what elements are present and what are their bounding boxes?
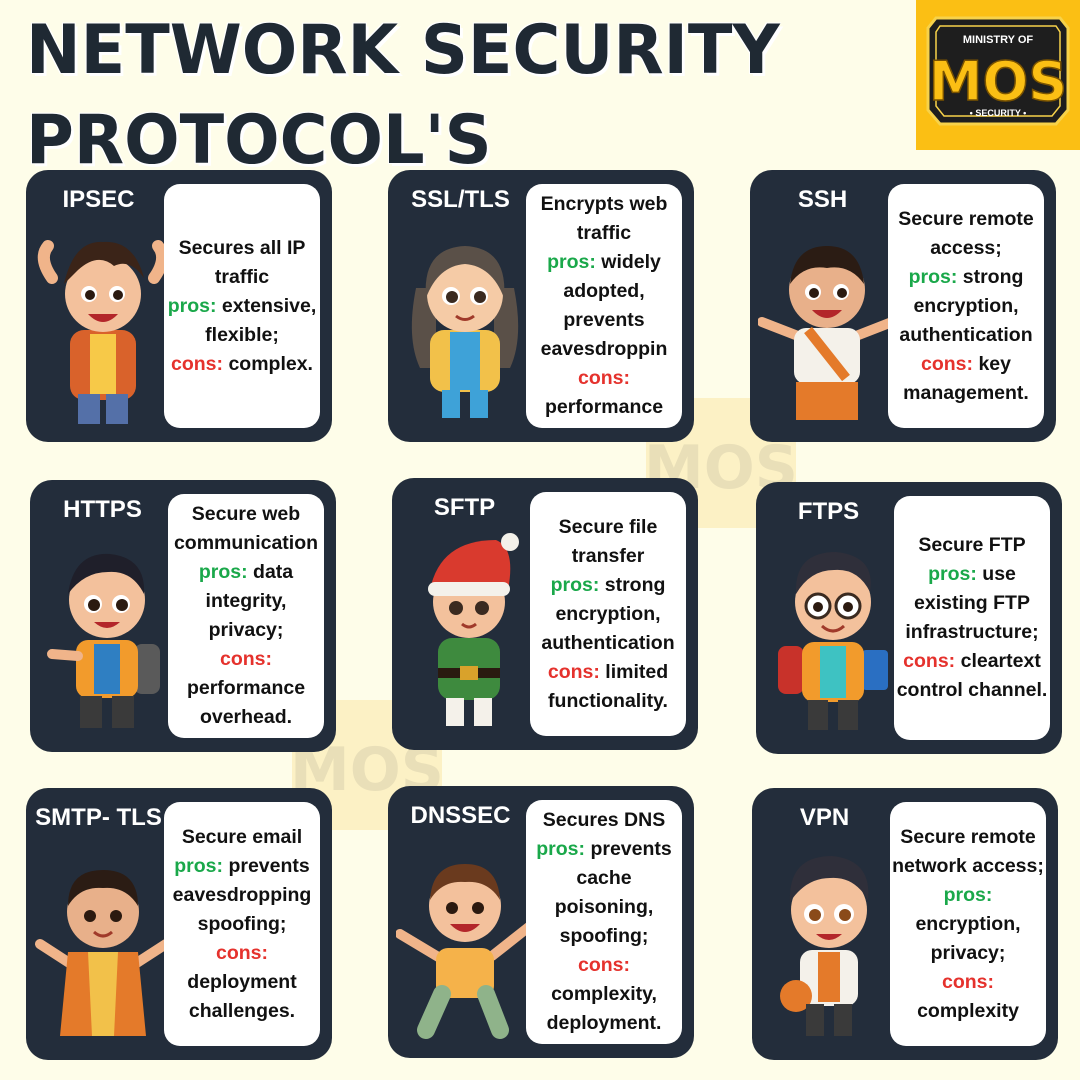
card-ftps: FTPS Secure FTP pros: use existing FTP i…: [756, 482, 1062, 754]
card-https: HTTPS Secure web communication pros: dat…: [30, 480, 336, 752]
pros-text: prevents cache poisoning, spoofing;: [554, 838, 672, 947]
card-title: SMTP- TLS: [35, 804, 162, 831]
cons-label: cons:: [215, 941, 268, 964]
girl-jacket-icon: [411, 246, 519, 418]
summary-text: Secures all IP traffic: [178, 236, 306, 288]
card-description: Secure web communication pros: data inte…: [168, 494, 324, 738]
pros-label: pros:: [928, 563, 977, 585]
svg-text:MOS: MOS: [929, 50, 1068, 113]
cons-label: cons:: [903, 650, 956, 672]
pros-label: pros:: [536, 838, 586, 860]
cons-text: limited functionality.: [548, 660, 669, 712]
card-ssl-tls: SSL/TLS Encrypts web traffic pros: widel…: [388, 170, 694, 442]
boy-basketball-icon: [780, 856, 869, 1036]
card-title: DNSSEC: [410, 802, 511, 829]
pros-text: encryption, privacy;: [915, 912, 1021, 964]
pros-label: pros:: [550, 573, 600, 596]
card-dnssec: DNSSEC Secures DNS pros: prevents cache …: [388, 786, 694, 1058]
summary-text: Encrypts web traffic: [540, 193, 668, 244]
cons-text: performance overhead.: [186, 677, 306, 728]
pros-label: pros:: [167, 294, 217, 317]
girl-elf-icon: [428, 533, 519, 726]
card-description: Secures DNS pros: prevents cache poisoni…: [526, 800, 682, 1044]
card-description: Secure file transfer pros: strong encryp…: [530, 492, 686, 736]
card-description: Secure FTP pros: use existing FTP infras…: [894, 496, 1050, 740]
pros-label: pros:: [943, 883, 993, 906]
card-title: FTPS: [797, 498, 860, 525]
summary-text: Secure email: [181, 825, 303, 848]
card-title: IPSEC: [62, 186, 135, 213]
pros-label: pros:: [198, 561, 248, 583]
card-smtp-tls: SMTP- TLS Secure email pros: prevents ea…: [26, 788, 332, 1060]
card-description: Secure remote access; pros: strong encry…: [888, 184, 1044, 428]
card-title: SFTP: [433, 494, 496, 521]
title-line-2: PROTOCOL'S: [26, 101, 492, 180]
card-vpn: VPN Secure remote network access; pros: …: [752, 788, 1058, 1060]
cons-label: cons:: [577, 954, 630, 976]
boy-martial-arts-icon: [758, 246, 896, 420]
cons-text: complex.: [228, 352, 313, 375]
summary-text: Secures DNS: [542, 809, 666, 831]
summary-text: Secure FTP: [918, 534, 1026, 556]
cons-label: cons:: [219, 648, 272, 670]
pros-label: pros:: [174, 854, 224, 877]
card-description: Secure remote network access; pros: encr…: [890, 802, 1046, 1046]
card-ssh: SSH Secure remote access; pros: strong e…: [750, 170, 1056, 442]
mos-logo: MINISTRY OF MOS • SECURITY •: [916, 0, 1080, 150]
card-description: Secure email pros: prevents eavesdroppin…: [164, 802, 320, 1046]
boy-kimono-icon: [35, 870, 171, 1036]
summary-text: Secure remote network access;: [892, 825, 1044, 877]
pros-text: strong encryption, authentication: [899, 265, 1033, 346]
summary-text: Secure web communication: [173, 503, 319, 554]
svg-text:MINISTRY OF: MINISTRY OF: [963, 34, 1034, 46]
summary-text: Secure remote access;: [898, 207, 1034, 259]
svg-text:• SECURITY •: • SECURITY •: [970, 108, 1027, 118]
boy-jumping-icon: [396, 864, 534, 1039]
pros-label: pros:: [547, 251, 596, 273]
summary-text: Secure file transfer: [558, 515, 658, 567]
cons-text: complexity, deployment.: [546, 983, 662, 1034]
card-title: HTTPS: [63, 496, 142, 523]
pros-text: extensive, flexible;: [205, 294, 317, 346]
pros-text: strong encryption, authentication: [541, 573, 675, 654]
card-sftp: SFTP Secure file transfer pros: strong e…: [392, 478, 698, 750]
card-title: VPN: [799, 804, 850, 831]
title-line-1: NETWORK SECURITY: [26, 11, 780, 90]
boy-cheering-icon: [37, 240, 169, 424]
pros-text: data integrity, privacy;: [205, 561, 294, 641]
cons-label: cons:: [547, 660, 600, 683]
cons-label: cons:: [941, 970, 994, 993]
pros-label: pros:: [908, 265, 958, 288]
card-ipsec: IPSEC Secures all IP traffic pros: exten…: [26, 170, 332, 442]
cons-label: cons:: [171, 352, 224, 375]
card-title: SSL/TLS: [411, 186, 510, 213]
cons-label: cons:: [577, 367, 630, 389]
pros-text: prevents eavesdropping spoofing;: [172, 854, 312, 935]
cons-text: complexity: [917, 999, 1019, 1022]
pros-text: use existing FTP infrastructure;: [905, 563, 1039, 643]
pros-text: widely adopted, prevents eavesdroppin: [540, 251, 668, 360]
card-description: Secures all IP traffic pros: extensive, …: [164, 184, 320, 428]
card-description: Encrypts web traffic pros: widely adopte…: [526, 184, 682, 428]
boy-glasses-icon: [778, 552, 888, 730]
card-title: SSH: [797, 186, 848, 213]
cons-text: key management.: [903, 352, 1029, 404]
cons-label: cons:: [921, 352, 974, 375]
cons-text: cleartext control channel.: [896, 650, 1048, 701]
cons-text: performance: [544, 396, 664, 418]
boy-backpack-icon: [47, 553, 160, 728]
cons-text: deployment challenges.: [187, 970, 297, 1022]
page-title: NETWORK SECURITY PROTOCOL'S: [26, 6, 780, 186]
